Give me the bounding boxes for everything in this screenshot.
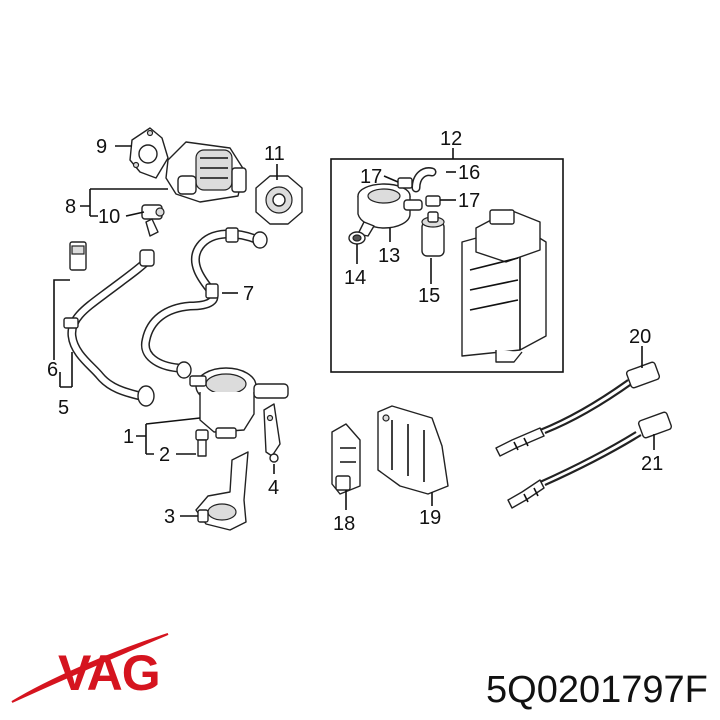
- callout-9: 9: [96, 136, 107, 158]
- oxygen-sensor-part-21: [507, 411, 673, 509]
- callout-14: 14: [344, 267, 366, 289]
- callout-17-right: 17: [458, 190, 480, 212]
- bracket-part-19: [377, 405, 449, 495]
- clamp-part-17: [397, 177, 441, 207]
- connector-part-6: [69, 241, 87, 271]
- part-number: 5Q0201797F: [486, 669, 708, 711]
- leader-lines: [53, 145, 655, 517]
- callout-12: 12: [440, 128, 462, 150]
- callout-4: 4: [268, 477, 279, 499]
- group-frame-part-12: [330, 158, 564, 373]
- hose-part-16: [411, 167, 437, 193]
- hose-part-6: [63, 249, 155, 407]
- callout-17-top: 17: [360, 166, 382, 188]
- purge-valve-part-13: [357, 183, 423, 237]
- hose-part-7: [140, 227, 268, 379]
- bracket-part-3: [195, 451, 249, 531]
- bracket-part-18: [331, 423, 361, 495]
- logo-text: VAG: [58, 645, 160, 701]
- callout-7: 7: [243, 283, 254, 305]
- bracket-part-4: [263, 403, 281, 463]
- bolt-part-2: [195, 429, 209, 457]
- callout-8: 8: [65, 196, 76, 218]
- callout-19: 19: [419, 507, 441, 529]
- callout-15: 15: [418, 285, 440, 307]
- callout-6: 6: [47, 359, 58, 381]
- charcoal-canister: [461, 209, 547, 363]
- oxygen-sensor-part-20: [495, 361, 661, 457]
- callout-16: 16: [458, 162, 480, 184]
- callout-20: 20: [629, 326, 651, 348]
- logo-swoosh: [11, 633, 169, 703]
- callout-5: 5: [58, 397, 69, 419]
- callout-11: 11: [264, 143, 285, 165]
- callout-13: 13: [378, 245, 400, 267]
- vag-logo: VAG: [11, 633, 169, 703]
- flange-part-11: [255, 175, 303, 225]
- callout-1: 1: [123, 426, 134, 448]
- callout-10: 10: [98, 206, 120, 228]
- gasket-part-9: [129, 127, 169, 179]
- sensor-part-10: [141, 204, 165, 237]
- callout-21: 21: [641, 453, 663, 475]
- callout-18: 18: [333, 513, 355, 535]
- callout-2: 2: [159, 444, 170, 466]
- air-valve-part-8: [165, 141, 247, 203]
- filter-part-15: [421, 211, 445, 257]
- air-pump-part-1: [189, 367, 289, 439]
- seal-part-14: [348, 231, 366, 245]
- callout-3: 3: [164, 506, 175, 528]
